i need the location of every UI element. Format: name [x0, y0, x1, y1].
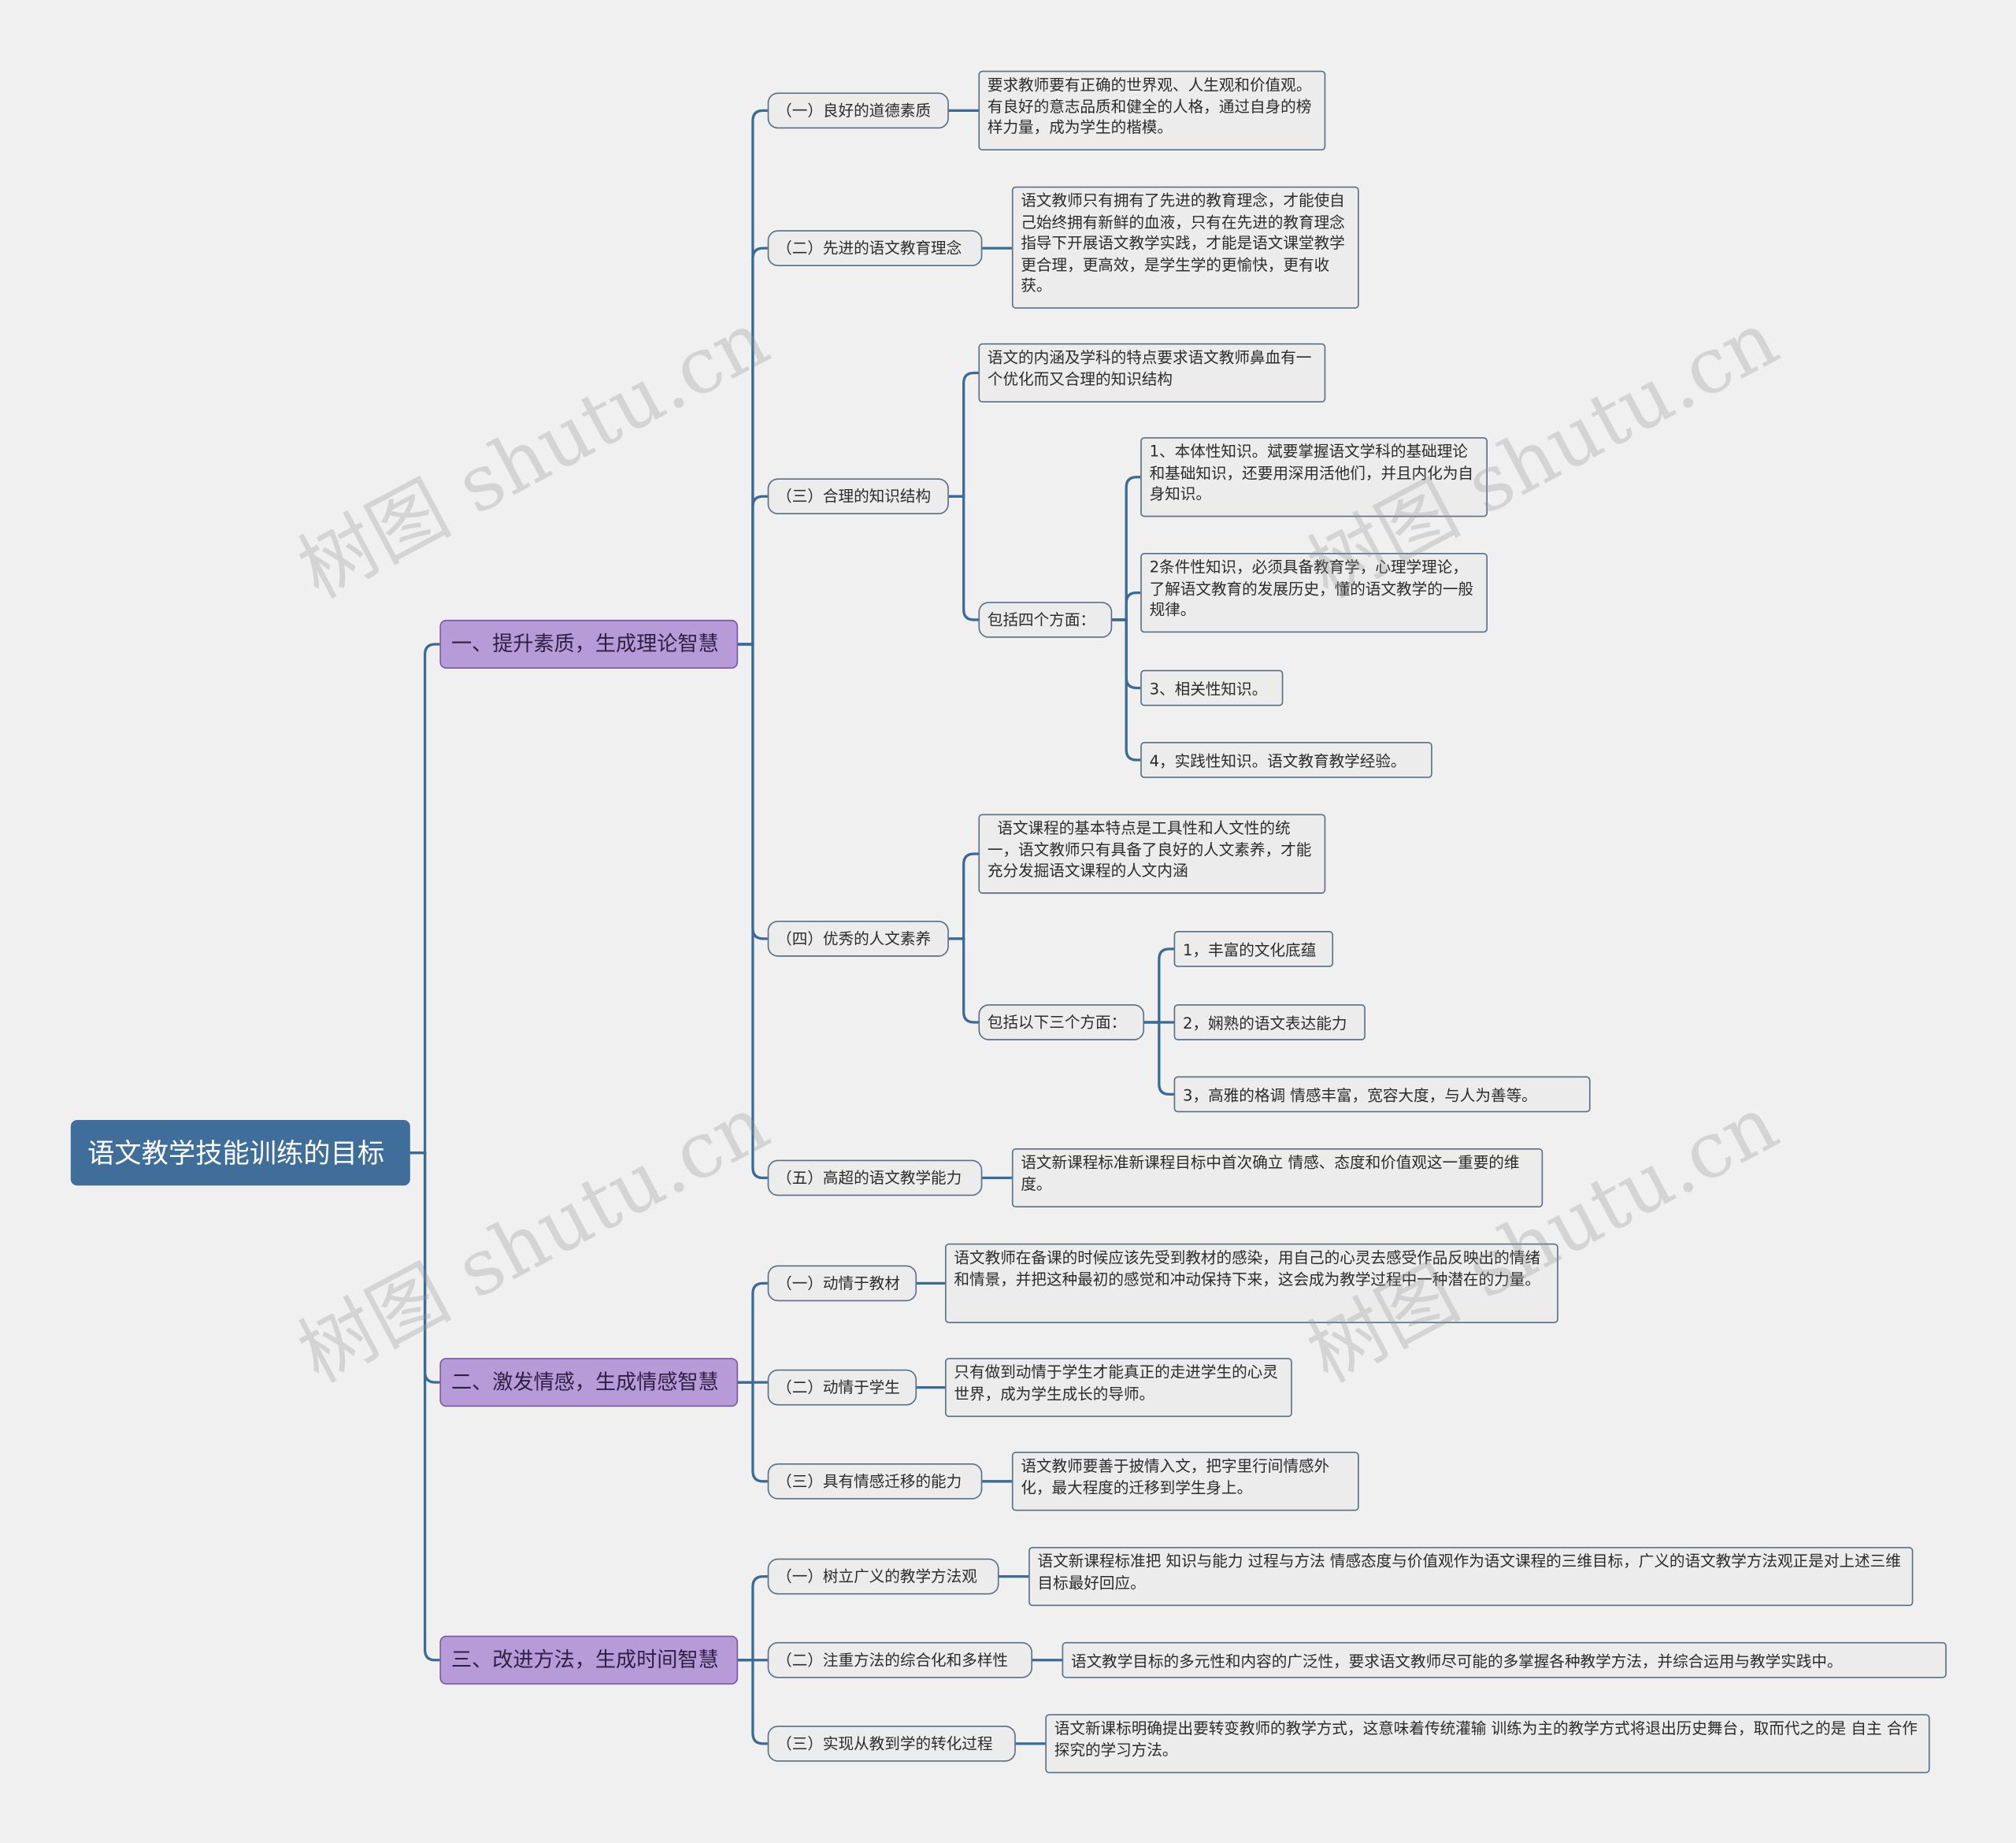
- branch-1-item-1[interactable]: （一）良好的道德素质: [767, 92, 949, 129]
- sub-connector: [1144, 1021, 1174, 1096]
- branch-3-item-3-text: 语文新课标明确提出要转变教师的教学方式，这意味着传统灌输 训练为主的教学方式将退…: [1045, 1714, 1930, 1774]
- branch-2-item-1-text: 语文教师在备课的时候应该先受到教材的感染，用自己的心灵去感受作品反映出的情绪和情…: [944, 1243, 1558, 1323]
- branch-2-item-2[interactable]: （二）动情于学生: [767, 1369, 917, 1406]
- branch-1-item-4-sub-3: 3，高雅的格调 情感丰富，宽容大度，与人为善等。: [1173, 1076, 1591, 1113]
- branch-1-node[interactable]: 一、提升素质，生成理论智慧: [439, 619, 739, 669]
- branch-3-connector: [738, 1574, 768, 1662]
- branch-1-item-1-text: 要求教师要有正确的世界观、人生观和价值观。有良好的意志品质和健全的人格，通过自身…: [978, 70, 1326, 151]
- sub-connector: [1112, 591, 1141, 621]
- branch-3-connector: [738, 1659, 768, 1745]
- root-connector: [410, 643, 440, 1155]
- branch-2-item-2-text: 只有做到动情于学生才能真正的走进学生的心灵世界，成为学生成长的导师。: [944, 1358, 1292, 1418]
- branch-1-item-4[interactable]: （四）优秀的人文素养: [767, 920, 949, 957]
- root-node[interactable]: 语文教学技能训练的目标: [70, 1120, 410, 1186]
- branch-1-connector: [738, 247, 768, 646]
- branch-1-item-3-sub-label[interactable]: 包括四个方面：: [978, 602, 1113, 638]
- branch-3-item-3[interactable]: （三）实现从教到学的转化过程: [767, 1726, 1016, 1762]
- branch-1-item-2-text: 语文教师只有拥有了先进的教育理念，才能使自己始终拥有新鲜的血液，只有在先进的教育…: [1011, 186, 1359, 309]
- branch-1-connector: [738, 643, 768, 1180]
- branch-2-item-1[interactable]: （一）动情于教材: [767, 1265, 917, 1302]
- sub-connector: [1112, 476, 1141, 621]
- branch-1-item-4-sub-2: 2，娴熟的语文表达能力: [1173, 1004, 1366, 1040]
- sub-connector: [1112, 618, 1141, 762]
- branch-2-item-3[interactable]: （三）具有情感迁移的能力: [767, 1463, 983, 1500]
- branch-2-item-3-text: 语文教师要善于披情入文，把字里行间情感外化，最大程度的迁移到学生身上。: [1011, 1452, 1359, 1511]
- branch-3-item-1[interactable]: （一）树立广义的教学方法观: [767, 1558, 999, 1595]
- branch-2-connector: [738, 1281, 768, 1384]
- branch-1-connector: [738, 495, 768, 646]
- branch-1-item-2[interactable]: （二）先进的语文教育理念: [767, 230, 983, 266]
- branch-1-item-4-sub-label[interactable]: 包括以下三个方面：: [978, 1004, 1145, 1040]
- branch-1-item-5-text: 语文新课程标准新课程目标中首次确立 情感、态度和价值观这一重要的维度。: [1011, 1148, 1544, 1208]
- branch-1-item-3-sub-3: 3、相关性知识。: [1140, 669, 1284, 706]
- item-connector: [948, 371, 979, 498]
- branch-1-item-3-sub-2: 2条件性知识，必须具备教育学，心理学理论，了解语文教育的发展历史，懂的语文教学的…: [1140, 553, 1488, 633]
- branch-1-item-3-sub-4: 4，实践性知识。语文教育教学经验。: [1140, 742, 1432, 778]
- branch-3-item-1-text: 语文新课程标准把 知识与能力 过程与方法 情感态度与价值观作为语文课程的三维目标…: [1028, 1547, 1914, 1607]
- sub-connector: [1144, 947, 1174, 1024]
- root-connector: [410, 1151, 440, 1662]
- branch-2-node[interactable]: 二、激发情感，生成情感智慧: [439, 1358, 739, 1407]
- item-connector: [948, 937, 979, 1024]
- branch-1-item-3-sub-1: 1、本体性知识。斌要掌握语文学科的基础理论和基础知识，还要用深用活他们，并且内化…: [1140, 437, 1488, 517]
- branch-1-item-3-text: 语文的内涵及学科的特点要求语文教师鼻血有一个优化而又合理的知识结构: [978, 343, 1326, 403]
- branch-3-item-2-text: 语文教学目标的多元性和内容的广泛性，要求语文教师尽可能的多掌握各种教学方法，并综…: [1062, 1641, 1947, 1678]
- branch-3-node[interactable]: 三、改进方法，生成时间智慧: [439, 1635, 739, 1685]
- branch-1-item-4-text: 语文课程的基本特点是工具性和人文性的统一，语文教师只有具备了良好的人文素养，才能…: [978, 814, 1326, 894]
- branch-1-connector: [738, 109, 768, 646]
- branch-3-item-2[interactable]: （二）注重方法的综合化和多样性: [767, 1641, 1033, 1678]
- branch-1-item-3[interactable]: （三）合理的知识结构: [767, 478, 949, 515]
- branch-1-item-4-sub-1: 1，丰富的文化底蕴: [1173, 931, 1334, 967]
- item-connector: [948, 852, 979, 940]
- branch-2-connector: [738, 1381, 768, 1483]
- branch-1-item-5[interactable]: （五）高超的语文教学能力: [767, 1159, 983, 1196]
- item-connector: [948, 495, 979, 621]
